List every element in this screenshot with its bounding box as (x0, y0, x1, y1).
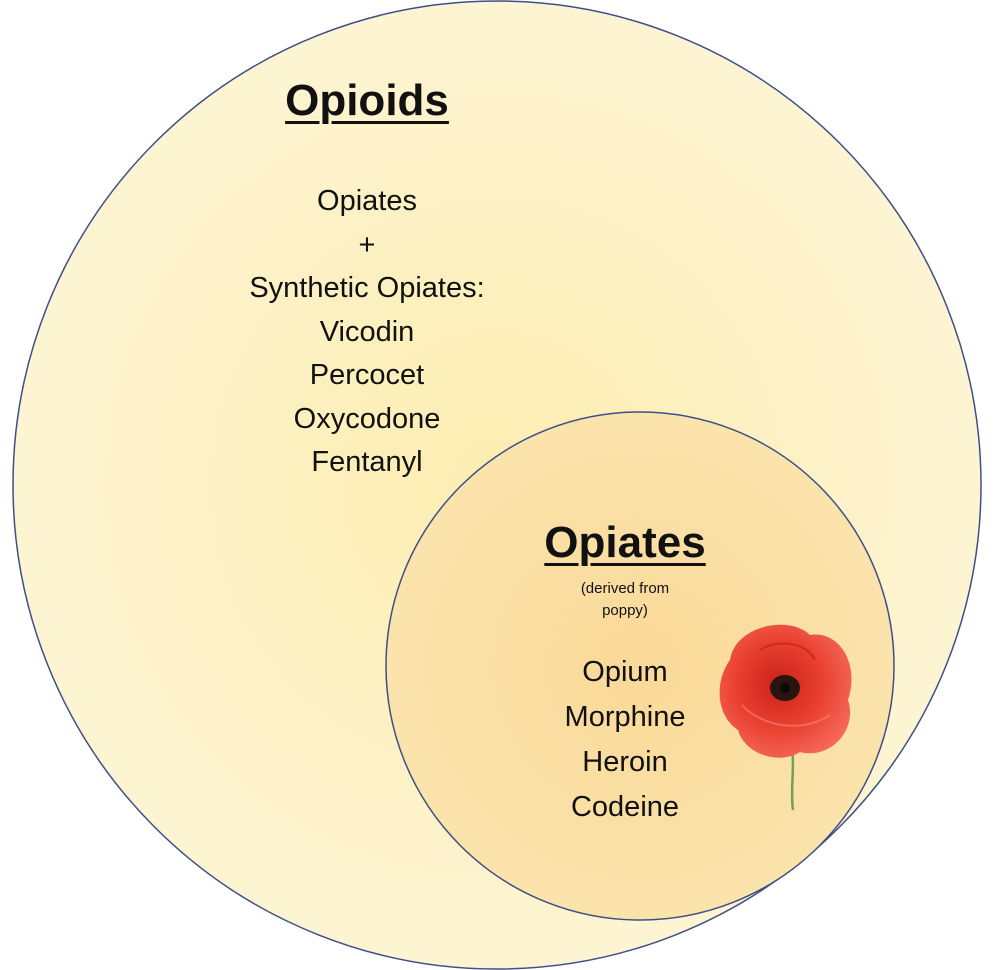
list-item: + (167, 224, 567, 268)
list-item: Heroin (500, 740, 750, 785)
list-item: Synthetic Opiates: (167, 267, 567, 311)
list-item: Percocet (167, 354, 567, 398)
list-item: Opium (500, 650, 750, 695)
opioids-title: Opioids (217, 76, 517, 126)
opioids-list: Opiates + Synthetic Opiates: Vicodin Per… (167, 180, 567, 485)
subtitle-line: poppy) (525, 600, 725, 622)
opiates-list: Opium Morphine Heroin Codeine (500, 650, 750, 830)
subtitle-line: (derived from (525, 578, 725, 600)
opiates-subtitle: (derived from poppy) (525, 578, 725, 622)
opiates-title: Opiates (475, 518, 775, 568)
list-item: Oxycodone (167, 398, 567, 442)
list-item: Opiates (167, 180, 567, 224)
list-item: Morphine (500, 695, 750, 740)
list-item: Vicodin (167, 311, 567, 355)
list-item: Codeine (500, 785, 750, 830)
list-item: Fentanyl (167, 441, 567, 485)
